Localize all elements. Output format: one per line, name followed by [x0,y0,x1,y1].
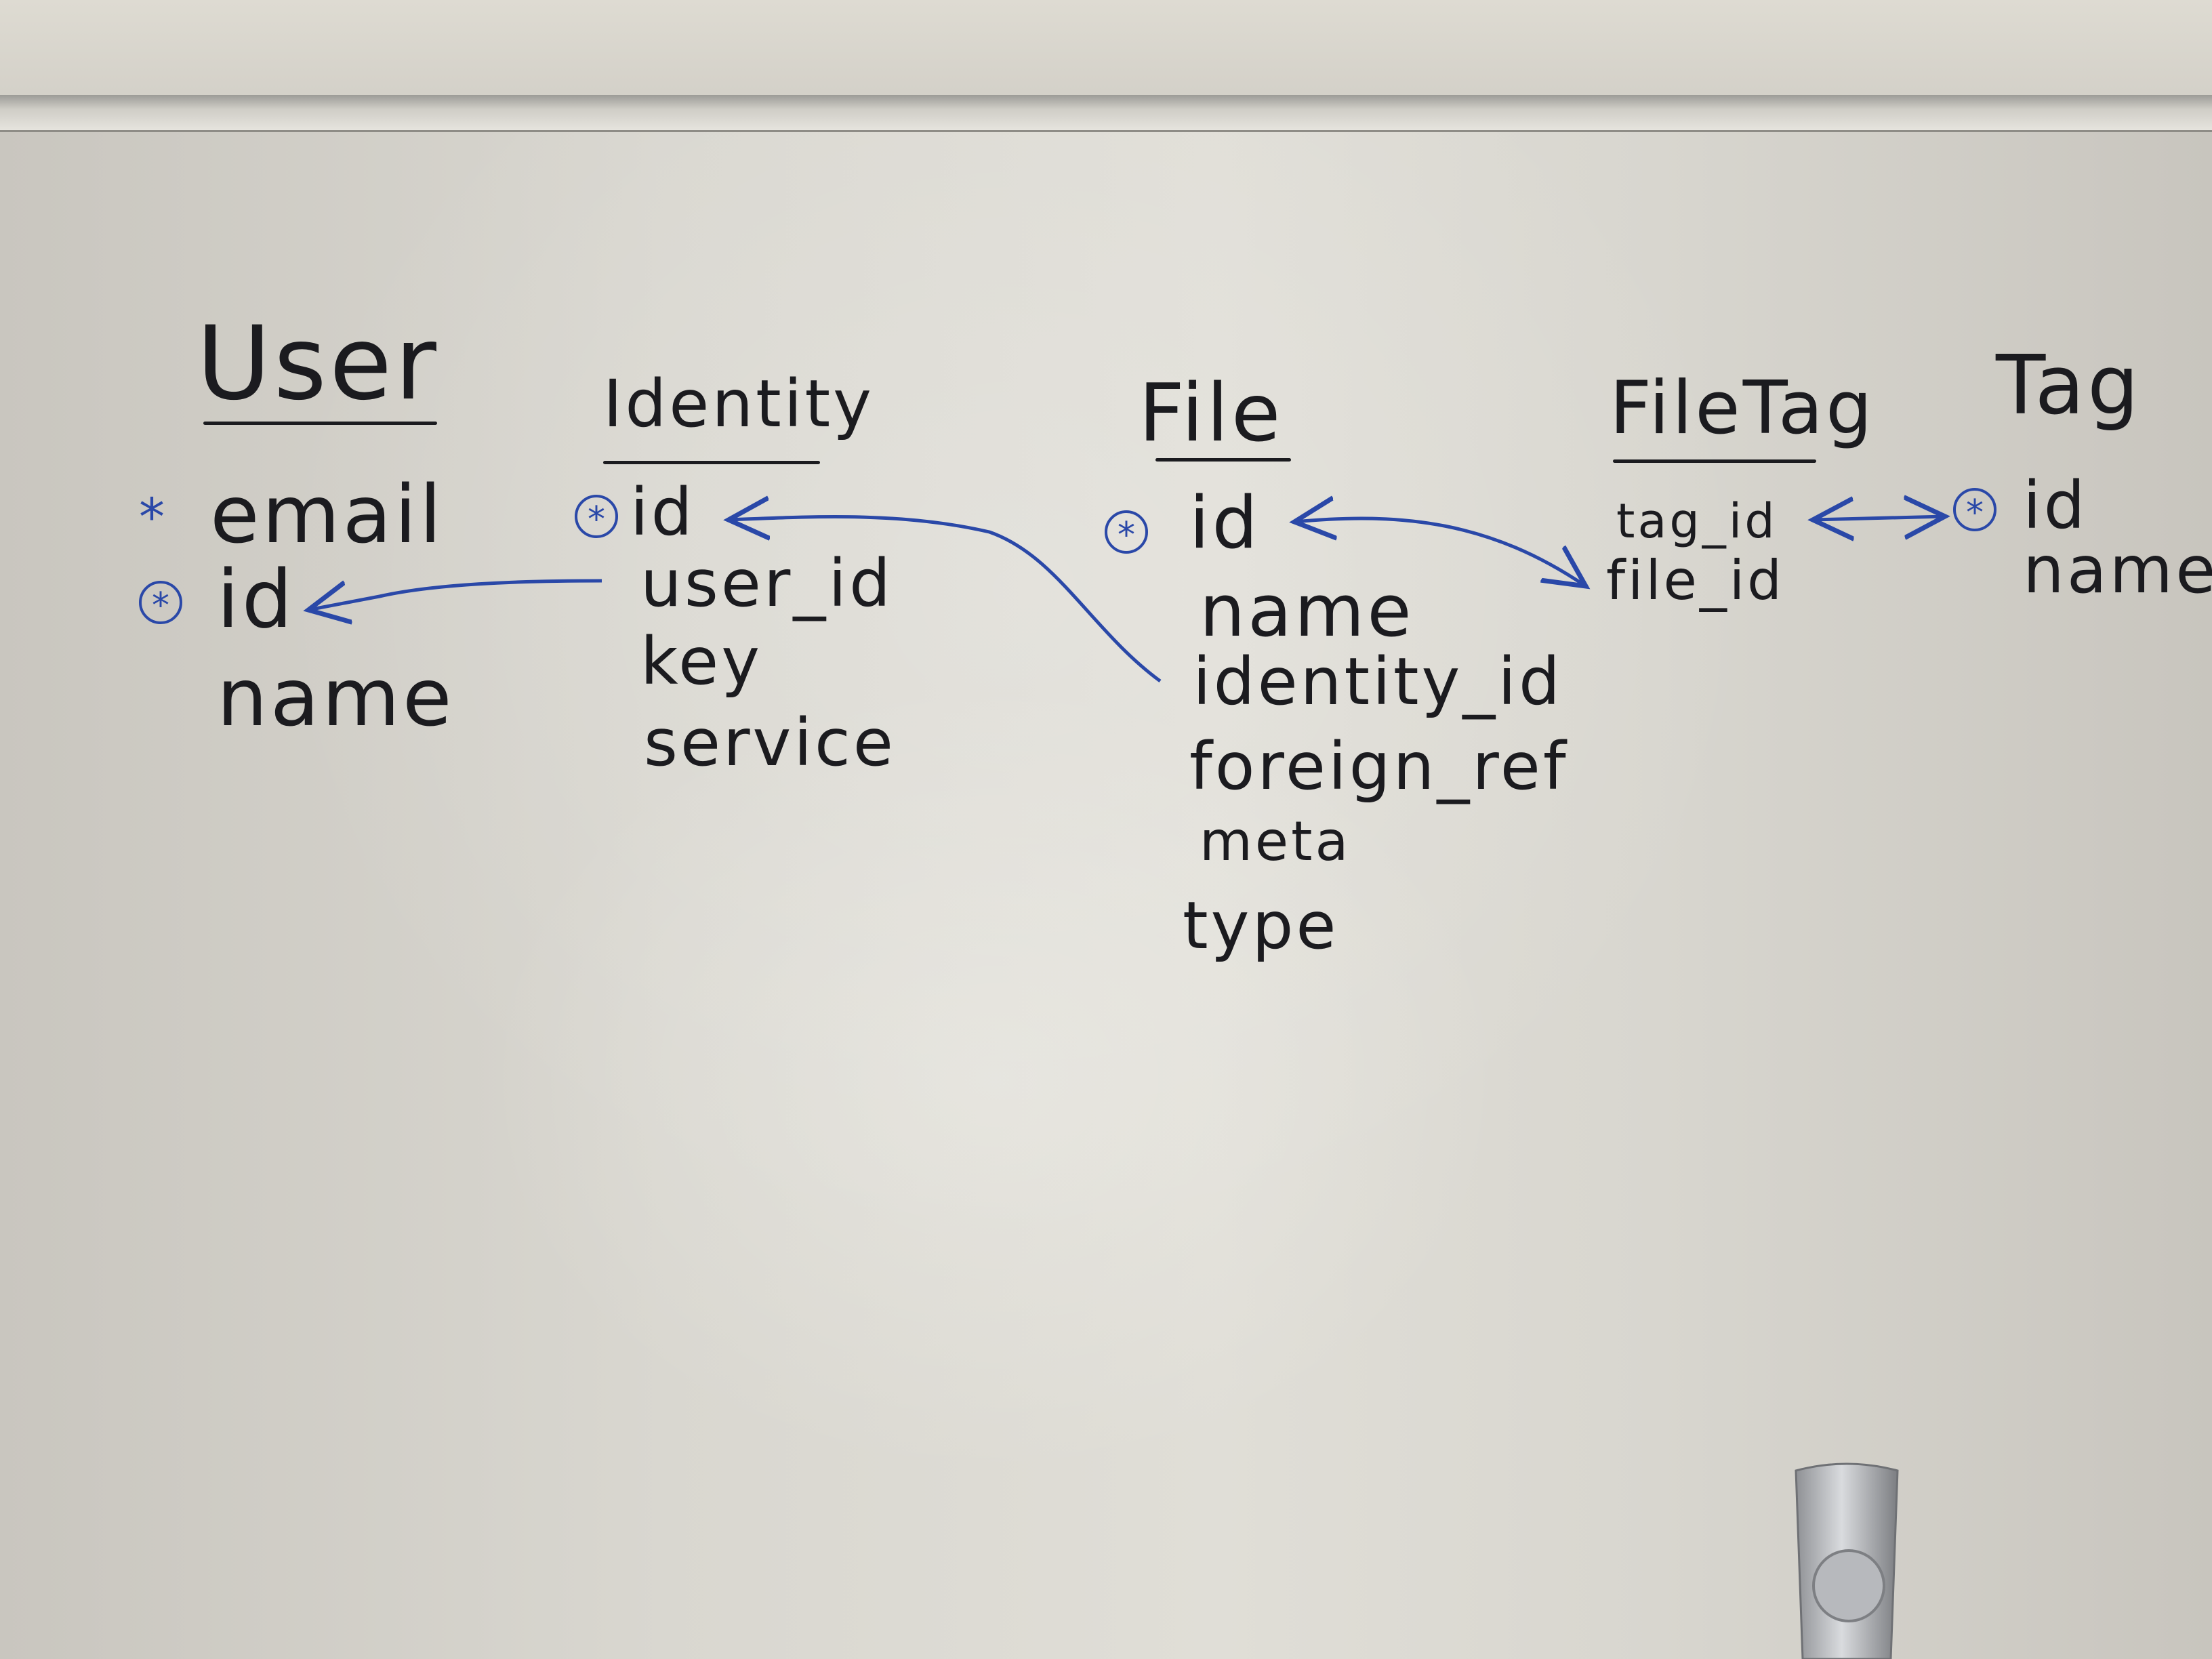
entity-field: id [630,474,695,550]
whiteboard [0,132,2212,1659]
entity-field: service [644,705,896,781]
entity-field: key [640,623,763,699]
entity-field: name [2023,532,2212,608]
entity-field: foreign_ref [1189,729,1569,804]
primary-key-marker: * [575,495,618,540]
wall-background [0,0,2212,102]
entity-field: type [1183,888,1339,964]
entity-title: Tag [1996,339,2142,433]
entity-field: identity_id [1193,644,1563,720]
whiteboard-magnet [1795,1462,1899,1659]
entity-field: meta [1200,810,1351,873]
primary-key-marker: * [1953,488,1996,533]
entity-field: name [217,651,455,744]
entity-field: tag_id [1616,493,1778,549]
entity-field: user_id [640,546,893,621]
relationship-file-id [1294,518,1586,586]
required-marker: * [139,487,165,547]
entity-title: File [1139,366,1284,459]
primary-key-marker: * [1105,510,1148,556]
relationship-identity-id [729,517,1162,683]
title-underline [1155,458,1291,462]
entity-field: file_id [1606,549,1784,612]
primary-key-marker: * [139,581,182,626]
title-underline [1613,459,1816,463]
marker-tray [0,95,2212,132]
entity-title: FileTag [1610,366,1875,451]
entity-field: email [210,468,445,561]
title-underline [203,422,437,425]
entity-field: id [2023,468,2088,544]
entity-title: User [197,305,439,423]
entity-title: Identity [603,366,874,442]
title-underline [603,461,820,464]
relationship-user-id [308,579,602,610]
entity-field: id [217,552,295,646]
entity-field: id [1189,481,1261,565]
relationship-tag-id [1813,516,1945,520]
